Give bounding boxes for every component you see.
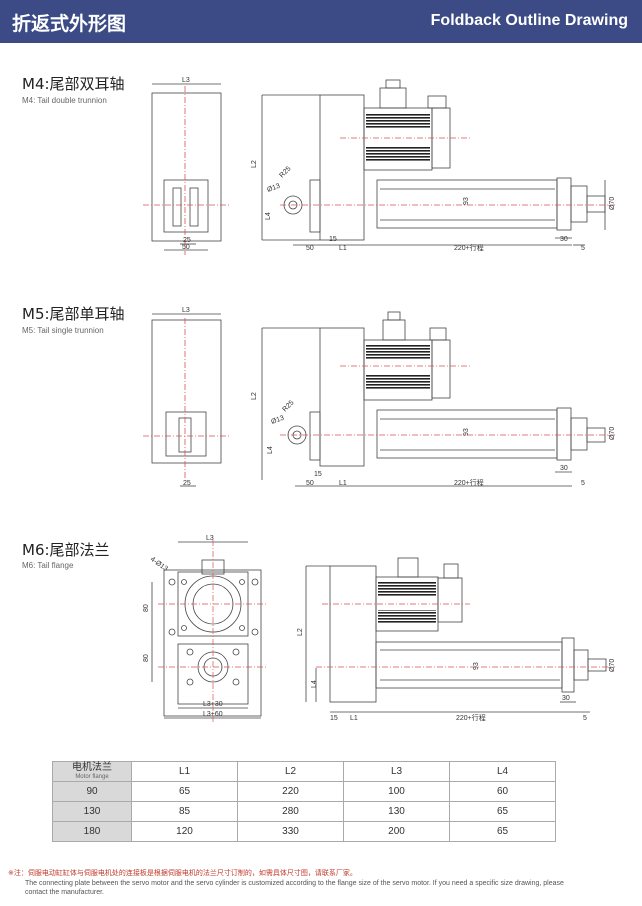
m6-dim-80a: 80 xyxy=(143,604,150,612)
table-cell: 65 xyxy=(449,821,556,842)
table-cell: 220 xyxy=(237,781,344,802)
m5-side-view xyxy=(261,311,606,487)
m6-dim-dia70: Ø70 xyxy=(609,659,616,672)
table-cell: 65 xyxy=(449,801,556,822)
table-cell: 65 xyxy=(131,781,238,802)
m4-dim-50b: 50 xyxy=(306,245,314,252)
section-title-m5: M5:尾部单耳轴 xyxy=(22,305,125,323)
m5-dim-l3: L3 xyxy=(182,307,190,314)
header-title-en: Foldback Outline Drawing xyxy=(430,12,628,29)
m6-dim-5: 5 xyxy=(583,715,587,722)
m4-dim-30: 30 xyxy=(560,236,568,243)
m4-dim-r25: R25 xyxy=(278,165,292,179)
m5-dim-stroke: 220+行程 xyxy=(454,478,484,487)
table-header-l4: L4 xyxy=(449,761,556,782)
section-title-m4: M4:尾部双耳轴 xyxy=(22,75,125,93)
m5-dim-l1: L1 xyxy=(339,480,347,487)
m4-side-view xyxy=(261,79,606,246)
m6-dim-holes: 4-Ø13 xyxy=(149,556,169,573)
m6-dim-15: 15 xyxy=(330,715,338,722)
table-cell-flange: 90 xyxy=(52,781,132,802)
m6-dim-80b: 80 xyxy=(143,654,150,662)
table-row: 180 120 330 200 65 xyxy=(52,821,556,842)
table-cell: 200 xyxy=(343,821,450,842)
m4-dim-l4: L4 xyxy=(265,212,272,220)
m5-dim-25: 25 xyxy=(183,480,191,487)
spec-table: 电机法兰 Motor flange L1 L2 L3 L4 90 65 220 … xyxy=(52,761,556,842)
m4-dim-93: 93 xyxy=(463,197,470,205)
table-cell: 100 xyxy=(343,781,450,802)
table-cell-flange: 130 xyxy=(52,801,132,822)
m4-dim-15: 15 xyxy=(329,236,337,243)
m5-dim-l2: L2 xyxy=(251,392,258,400)
table-cell: 330 xyxy=(237,821,344,842)
table-header-l1: L1 xyxy=(131,761,238,782)
m4-end-view xyxy=(143,83,230,255)
m5-dim-30: 30 xyxy=(560,465,568,472)
m6-dim-30: 30 xyxy=(562,695,570,702)
table-header-l3: L3 xyxy=(343,761,450,782)
m4-dim-50: 50 xyxy=(182,244,190,251)
m6-dim-l3: L3 xyxy=(206,535,214,542)
m4-dim-dia70: Ø70 xyxy=(609,197,616,210)
m5-end-view xyxy=(143,313,230,487)
m4-dim-5: 5 xyxy=(581,245,585,252)
m5-dim-50: 50 xyxy=(306,480,314,487)
m4-centerlines xyxy=(280,137,615,206)
section-subtitle-m4: M4: Tail double trunnion xyxy=(22,96,107,105)
table-row: 130 85 280 130 65 xyxy=(52,801,556,822)
table-cell: 280 xyxy=(237,801,344,822)
m6-centerlines xyxy=(158,540,268,722)
m5-dim-5: 5 xyxy=(581,480,585,487)
note-en: The connecting plate between the servo m… xyxy=(25,880,564,896)
m6-end-view xyxy=(151,541,262,719)
header-title-cn: 折返式外形图 xyxy=(12,13,127,35)
m4-dim-stroke: 220+行程 xyxy=(454,243,484,252)
m5-dim-l4: L4 xyxy=(267,446,274,454)
m4-dim-dia13: Ø13 xyxy=(266,183,281,194)
table-cell: 85 xyxy=(131,801,238,822)
section-subtitle-m5: M5: Tail single trunnion xyxy=(22,326,104,335)
table-header-row: 电机法兰 Motor flange L1 L2 L3 L4 xyxy=(52,761,556,782)
m4-dim-l3: L3 xyxy=(182,77,190,84)
m6-dim-l3p60: L3+60 xyxy=(203,711,223,718)
page-header: 折返式外形图 Foldback Outline Drawing xyxy=(0,0,642,43)
m4-dim-l2: L2 xyxy=(251,160,258,168)
m5-dim-dia70: Ø70 xyxy=(609,427,616,440)
m5-dim-93: 93 xyxy=(463,428,470,436)
section-title-m6: M6:尾部法兰 xyxy=(22,541,110,559)
m6-dim-93: 93 xyxy=(473,662,480,670)
m6-dim-l2: L2 xyxy=(297,628,304,636)
table-cell-flange: 180 xyxy=(52,821,132,842)
section-subtitle-m6: M6: Tail flange xyxy=(22,561,74,570)
m6-side-view xyxy=(305,557,607,713)
m5-dim-dia13: Ø13 xyxy=(270,415,285,426)
m4-dim-25: 25 xyxy=(183,237,191,244)
table-cell: 130 xyxy=(343,801,450,822)
m5-dim-r25: R25 xyxy=(281,399,295,413)
table-header-flange: 电机法兰 Motor flange xyxy=(52,761,132,782)
m5-dim-15: 15 xyxy=(314,471,322,478)
table-header-l2: L2 xyxy=(237,761,344,782)
m6-side-centerlines xyxy=(316,603,615,668)
m5-centerlines xyxy=(280,365,615,436)
m6-dim-l3p30: L3+30 xyxy=(203,701,223,708)
m6-dim-l1: L1 xyxy=(350,715,358,722)
m6-dim-stroke: 220+行程 xyxy=(456,713,486,722)
table-cell: 60 xyxy=(449,781,556,802)
table-row: 90 65 220 100 60 xyxy=(52,781,556,802)
table-cell: 120 xyxy=(131,821,238,842)
note-cn: ※注：伺服电动缸缸体与伺服电机处的连接板是根据伺服电机的法兰尺寸订制的，如需具体… xyxy=(8,869,357,877)
m6-dim-l4: L4 xyxy=(311,680,318,688)
m4-dim-l1: L1 xyxy=(339,245,347,252)
